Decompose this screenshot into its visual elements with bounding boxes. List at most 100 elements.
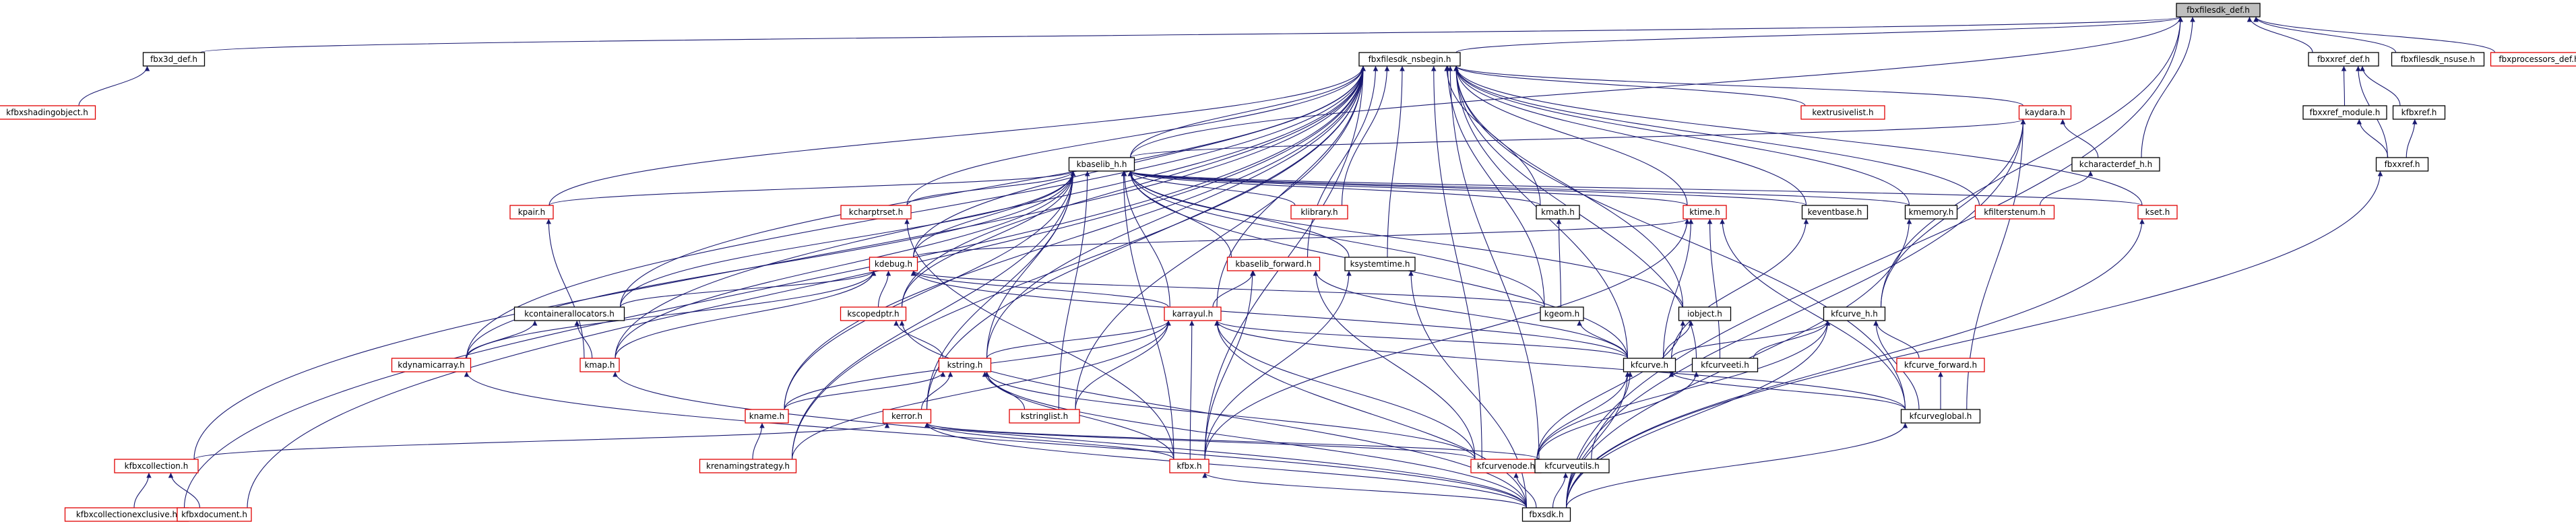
- node-kpair[interactable]: kpair.h: [509, 205, 554, 220]
- edge-kfcurve_h-to-fbxfilesdk_def: [1880, 16, 2183, 308]
- node-kfcurveglobal[interactable]: kfcurveglobal.h: [1900, 409, 1981, 424]
- edge-kmemory-to-kbaselib_h: [1128, 170, 1910, 206]
- node-label: kgeom.h: [1544, 309, 1579, 319]
- node-kfilterstenum[interactable]: kfilterstenum.h: [1974, 205, 2055, 220]
- node-fbxsdk[interactable]: fbxsdk.h: [1521, 507, 1571, 522]
- edge-fbxfilesdk_nsuse-to-fbxfilesdk_def: [2253, 16, 2397, 53]
- node-kfbx[interactable]: kfbx.h: [1169, 459, 1210, 473]
- node-box: [1974, 205, 2055, 220]
- edge-kfcurveutils-to-kfcurve: [1591, 371, 1633, 460]
- edge-fbxsdk-to-kmap: [612, 371, 1528, 508]
- node-kdynamicarray[interactable]: kdynamicarray.h: [391, 358, 472, 372]
- edge-kgeom-to-kbaselib_h: [1127, 170, 1545, 308]
- node-kgeom[interactable]: kgeom.h: [1540, 306, 1584, 321]
- node-kfcurveeti[interactable]: kfcurveeti.h: [1691, 358, 1759, 372]
- node-box: [1900, 409, 1981, 424]
- node-kbaselib-forward[interactable]: kbaselib_forward.h: [1226, 257, 1321, 271]
- edge-kmap-to-kcontainerallocators: [574, 320, 593, 359]
- node-box: [1068, 157, 1135, 172]
- node-label: fbxfilesdk_nsbegin.h: [1369, 55, 1451, 64]
- node-kfbxdocument[interactable]: kfbxdocument.h: [177, 507, 252, 522]
- node-label: kfbx.h: [1176, 461, 1201, 471]
- edge-kfilterstenum-to-fbxfilesdk_nsbegin: [1453, 65, 1980, 206]
- edge-kfcurve-to-keventbase: [1670, 218, 1809, 359]
- node-kfcurve-h[interactable]: kfcurve_h.h: [1823, 306, 1886, 321]
- edge-kfcurvenode-to-kfcurveeti: [1536, 371, 1699, 460]
- node-kfcurve[interactable]: kfcurve.h: [1623, 358, 1676, 372]
- node-fbxfilesdk-nsbegin[interactable]: fbxfilesdk_nsbegin.h: [1358, 52, 1461, 67]
- edge-kstringlist-to-karrayul: [1075, 320, 1171, 410]
- node-kfcurveutils[interactable]: kfcurveutils.h: [1534, 459, 1610, 473]
- node-kfcurve-forward[interactable]: kfcurve_forward.h: [1896, 358, 1985, 372]
- node-label: kfbxcollection.h: [125, 461, 189, 471]
- node-kfbxref[interactable]: kfbxref.h: [2392, 105, 2446, 120]
- edge-kfbx-to-kerror: [924, 422, 1174, 460]
- edge-kfilterstenum-to-kcharacterdef_h: [2039, 170, 2094, 206]
- node-kfbxcollection[interactable]: kfbxcollection.h: [114, 459, 199, 473]
- node-box: [2308, 52, 2379, 67]
- node-box: [2176, 3, 2261, 18]
- node-ksystemtime[interactable]: ksystemtime.h: [1344, 257, 1416, 271]
- node-klibrary[interactable]: klibrary.h: [1290, 205, 1348, 220]
- node-kcontainerallocators[interactable]: kcontainerallocators.h: [513, 306, 625, 321]
- node-kmemory[interactable]: kmemory.h: [1904, 205, 1958, 220]
- node-box: [1823, 306, 1886, 321]
- node-kcharacterdef-h[interactable]: kcharacterdef_h.h: [2071, 157, 2160, 172]
- node-box: [513, 306, 625, 321]
- node-kbaselib-h[interactable]: kbaselib_h.h: [1068, 157, 1135, 172]
- edge-kfcurveeti-to-ktime: [1707, 218, 1721, 359]
- node-ktime[interactable]: ktime.h: [1683, 205, 1727, 220]
- node-kfbxshadingobject[interactable]: kfbxshadingobject.h: [0, 105, 96, 120]
- node-label: fbxprocessors_def.h: [2499, 55, 2576, 64]
- node-karrayul[interactable]: karrayul.h: [1164, 306, 1222, 321]
- node-fbxxref-def[interactable]: fbxxref_def.h: [2308, 52, 2379, 67]
- node-label: kfcurve_forward.h: [1904, 360, 1977, 370]
- node-kmath[interactable]: kmath.h: [1536, 205, 1580, 220]
- edge-kfbx-to-kbaselib_h: [1121, 170, 1174, 460]
- node-iobject[interactable]: iobject.h: [1678, 306, 1732, 321]
- edge-iobject-to-kbaselib_h: [1127, 170, 1684, 308]
- edge-fbxsdk-to-kstring: [984, 371, 1528, 508]
- node-kerror[interactable]: kerror.h: [882, 409, 932, 424]
- node-kcharptrset[interactable]: kcharptrset.h: [840, 205, 912, 220]
- header-file-nodes: fbxfilesdk_def.h fbx3d_def.h kfbxshadingob…: [0, 3, 2576, 522]
- node-label: kfcurve_h.h: [1831, 309, 1878, 319]
- node-box: [1536, 205, 1580, 220]
- edge-kmap-to-kpair: [546, 218, 585, 359]
- edge-fbxfilesdk_nsbegin-to-fbxfilesdk_def: [1455, 16, 2183, 53]
- node-kextrusivelist[interactable]: kextrusivelist.h: [1800, 105, 1885, 120]
- node-kaydara[interactable]: kaydara.h: [2018, 105, 2072, 120]
- edge-kdebug-to-kbaselib_h: [912, 170, 1076, 258]
- edge-fbxsdk-to-kerror: [924, 422, 1528, 508]
- edge-kbaselib_forward-to-fbxfilesdk_nsbegin: [1307, 65, 1379, 258]
- node-label: fbxfilesdk_nsuse.h: [2401, 55, 2476, 64]
- node-fbxxref[interactable]: fbxxref.h: [2375, 157, 2429, 172]
- node-label: kextrusivelist.h: [1812, 108, 1873, 117]
- node-box: [509, 205, 554, 220]
- node-kstring[interactable]: kstring.h: [938, 358, 992, 372]
- node-fbxfilesdk-def[interactable]: fbxfilesdk_def.h: [2176, 3, 2261, 18]
- node-kset[interactable]: kset.h: [2137, 205, 2178, 220]
- node-kfbxcollectionexclusive[interactable]: kfbxcollectionexclusive.h: [64, 507, 189, 522]
- node-keventbase[interactable]: keventbase.h: [1801, 205, 1868, 220]
- edge-kfcurvenode-to-kfcurve_h: [1536, 320, 1831, 460]
- node-kname[interactable]: kname.h: [745, 409, 789, 424]
- node-kscopedptr[interactable]: kscopedptr.h: [840, 306, 907, 321]
- node-kdebug[interactable]: kdebug.h: [869, 257, 918, 271]
- edge-kcharptrset-to-fbxfilesdk_nsbegin: [906, 65, 1366, 206]
- edge-fbxsdk-to-kfcurveutils: [1552, 472, 1569, 508]
- node-label: kcontainerallocators.h: [524, 309, 615, 319]
- edge-krenamingstrategy-to-kname: [752, 422, 765, 460]
- node-fbx3d-def[interactable]: fbx3d_def.h: [142, 52, 206, 67]
- node-fbxxref-module[interactable]: fbxxref_module.h: [2302, 105, 2387, 120]
- node-fbxfilesdk-nsuse[interactable]: fbxfilesdk_nsuse.h: [2391, 52, 2485, 67]
- edge-karrayul-to-kbaselib_h: [1121, 170, 1170, 308]
- node-kstringlist[interactable]: kstringlist.h: [1009, 409, 1080, 424]
- node-kmap[interactable]: kmap.h: [579, 358, 620, 372]
- node-box: [1801, 205, 1868, 220]
- node-kfcurvenode[interactable]: kfcurvenode.h: [1470, 459, 1542, 473]
- edge-kpair-to-fbxfilesdk_nsbegin: [548, 65, 1366, 206]
- node-fbxprocessors-def[interactable]: fbxprocessors_def.h: [2490, 52, 2576, 67]
- node-krenamingstrategy[interactable]: krenamingstrategy.h: [699, 459, 797, 473]
- node-box: [840, 306, 907, 321]
